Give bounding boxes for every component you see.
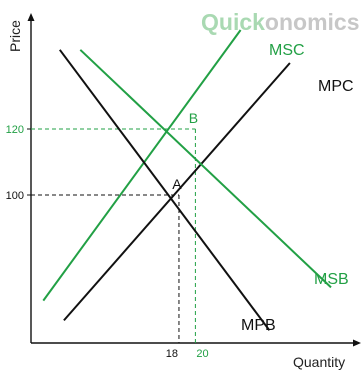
equilibrium-points: AB bbox=[172, 110, 198, 192]
quickonomics-logo: Quickonomics bbox=[201, 9, 360, 35]
curve-mpb bbox=[58, 49, 271, 331]
point-label-b: B bbox=[189, 110, 198, 126]
logo-onomics: onomics bbox=[265, 9, 360, 35]
curve-msc bbox=[42, 29, 242, 302]
curve-label-mpc: MPC bbox=[318, 78, 354, 95]
curves: MSC MPC MPB MSB bbox=[42, 29, 354, 334]
axis-ticks: 100 120 18 20 bbox=[6, 124, 209, 360]
y-tick-label-100: 100 bbox=[6, 190, 24, 202]
curve-mpc bbox=[63, 62, 291, 322]
x-tick-label-18: 18 bbox=[166, 348, 178, 360]
curve-msb bbox=[79, 49, 332, 289]
x-axis-arrow bbox=[353, 339, 361, 347]
point-label-a: A bbox=[172, 176, 182, 192]
y-axis-title: Price bbox=[7, 20, 23, 52]
curve-label-mpb: MPB bbox=[241, 317, 276, 334]
y-axis-arrow bbox=[27, 13, 35, 21]
curve-label-msb: MSB bbox=[314, 271, 349, 288]
logo-quick: Quick bbox=[201, 9, 265, 35]
guide-lines bbox=[31, 128, 196, 343]
curve-label-msc: MSC bbox=[269, 42, 305, 59]
y-tick-label-120: 120 bbox=[6, 124, 24, 136]
x-tick-label-20: 20 bbox=[196, 348, 208, 360]
x-axis-title: Quantity bbox=[293, 354, 345, 370]
